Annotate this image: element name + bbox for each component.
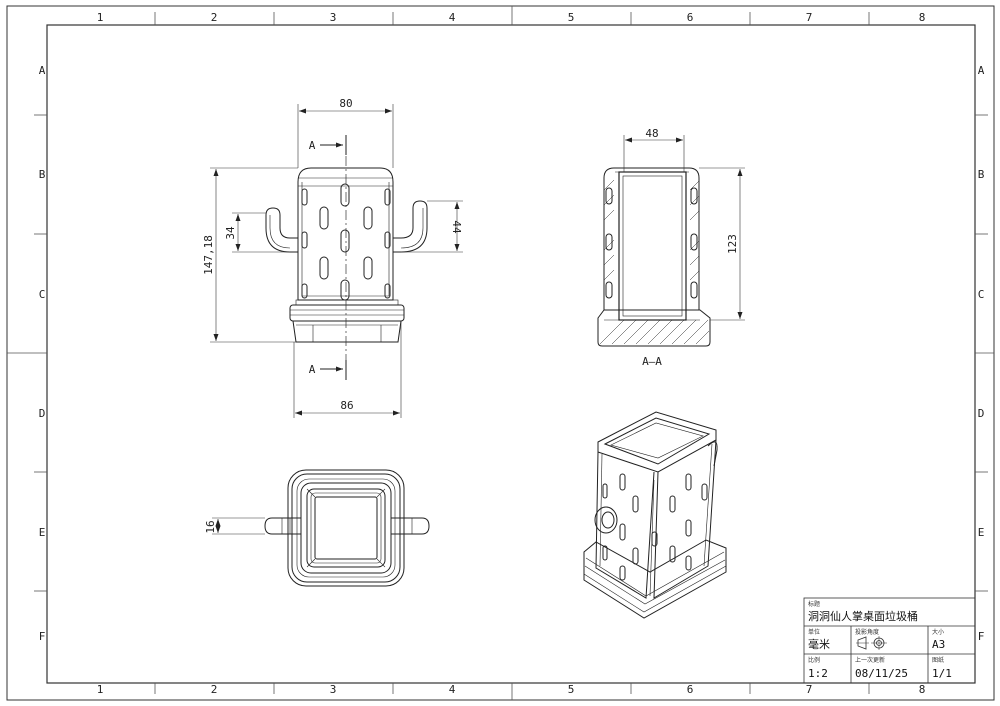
zone-col-5: 5: [568, 11, 575, 24]
zone-col-7-bottom: 7: [806, 683, 813, 696]
base-hatch: [599, 319, 710, 345]
zone-col-2-bottom: 2: [211, 683, 218, 696]
section-dimensions: [623, 135, 745, 321]
size-label: 大小: [932, 628, 944, 636]
zone-col-8: 8: [919, 11, 926, 24]
scale-label: 比例: [808, 656, 820, 664]
sheet-value: 1/1: [932, 667, 952, 680]
zone-row-e-right: E: [978, 526, 985, 539]
zone-row-d: D: [39, 407, 46, 420]
zone-col-6-bottom: 6: [687, 683, 694, 696]
drawing-title: 洞洞仙人掌桌面垃圾桶: [808, 609, 918, 623]
size-value: A3: [932, 638, 945, 651]
front-view: [265, 167, 428, 343]
isometric-view: [583, 411, 727, 619]
zone-row-f-right: F: [978, 630, 985, 643]
zone-row-d-right: D: [978, 407, 985, 420]
zone-col-4-bottom: 4: [449, 683, 456, 696]
zone-labels-left: A B C D E F: [39, 64, 46, 643]
zone-col-2: 2: [211, 11, 218, 24]
zone-row-e: E: [39, 526, 46, 539]
zone-row-b: B: [39, 168, 46, 181]
zone-col-4: 4: [449, 11, 456, 24]
section-hatch: [603, 179, 700, 281]
dim-arm-left: 34: [224, 226, 237, 240]
zone-col-5-bottom: 5: [568, 683, 575, 696]
zone-col-3-bottom: 3: [330, 683, 337, 696]
front-dimensions: [210, 104, 463, 418]
section-view-label: A–A: [642, 355, 662, 368]
title-block-text: 标题 洞洞仙人掌桌面垃圾桶 单位 毫米 投影角度 大小 A3 比例 1:2 上一…: [808, 600, 952, 680]
zone-row-a: A: [39, 64, 46, 77]
zone-col-1-bottom: 1: [97, 683, 104, 696]
units-value: 毫米: [808, 637, 830, 651]
projection-label: 投影角度: [855, 628, 879, 636]
zone-ticks: [7, 6, 994, 700]
zone-col-3: 3: [330, 11, 337, 24]
zone-row-c-right: C: [978, 288, 985, 301]
updated-value: 08/11/25: [855, 667, 908, 680]
zone-row-b-right: B: [978, 168, 985, 181]
units-label: 单位: [808, 628, 820, 636]
zone-col-1: 1: [97, 11, 104, 24]
section-label-bottom: A: [309, 363, 316, 376]
sheet-frame: [6, 5, 995, 701]
dim-height-total: 147,18: [202, 235, 215, 275]
front-slots: [301, 183, 391, 301]
updated-label: 上一次更新: [855, 656, 885, 664]
zone-labels-top: 1 2 3 4 5 6 7 8: [97, 11, 926, 24]
zone-col-7: 7: [806, 11, 813, 24]
dim-arm-thickness: 16: [204, 520, 217, 533]
zone-row-f: F: [39, 630, 46, 643]
sheet-label: 图纸: [932, 656, 944, 664]
title-block: [803, 597, 976, 684]
zone-row-a-right: A: [978, 64, 985, 77]
dim-width-top: 80: [339, 97, 352, 110]
scale-value: 1:2: [808, 667, 828, 680]
dim-inner-width: 48: [645, 127, 658, 140]
section-indicator: [320, 135, 347, 380]
top-view: [264, 469, 430, 587]
zone-labels-right: A B C D E F: [978, 64, 985, 643]
dim-arm-right: 44: [450, 220, 463, 234]
zone-row-c: C: [39, 288, 46, 301]
section-label-top: A: [309, 139, 316, 152]
zone-col-6: 6: [687, 11, 694, 24]
zone-labels-bottom: 1 2 3 4 5 6 7 8: [97, 683, 926, 696]
dim-section-height: 123: [726, 234, 739, 254]
top-dimensions: [212, 517, 265, 535]
dim-width-base: 86: [340, 399, 353, 412]
zone-col-8-bottom: 8: [919, 683, 926, 696]
section-view: [597, 167, 711, 347]
title-label: 标题: [808, 600, 820, 608]
